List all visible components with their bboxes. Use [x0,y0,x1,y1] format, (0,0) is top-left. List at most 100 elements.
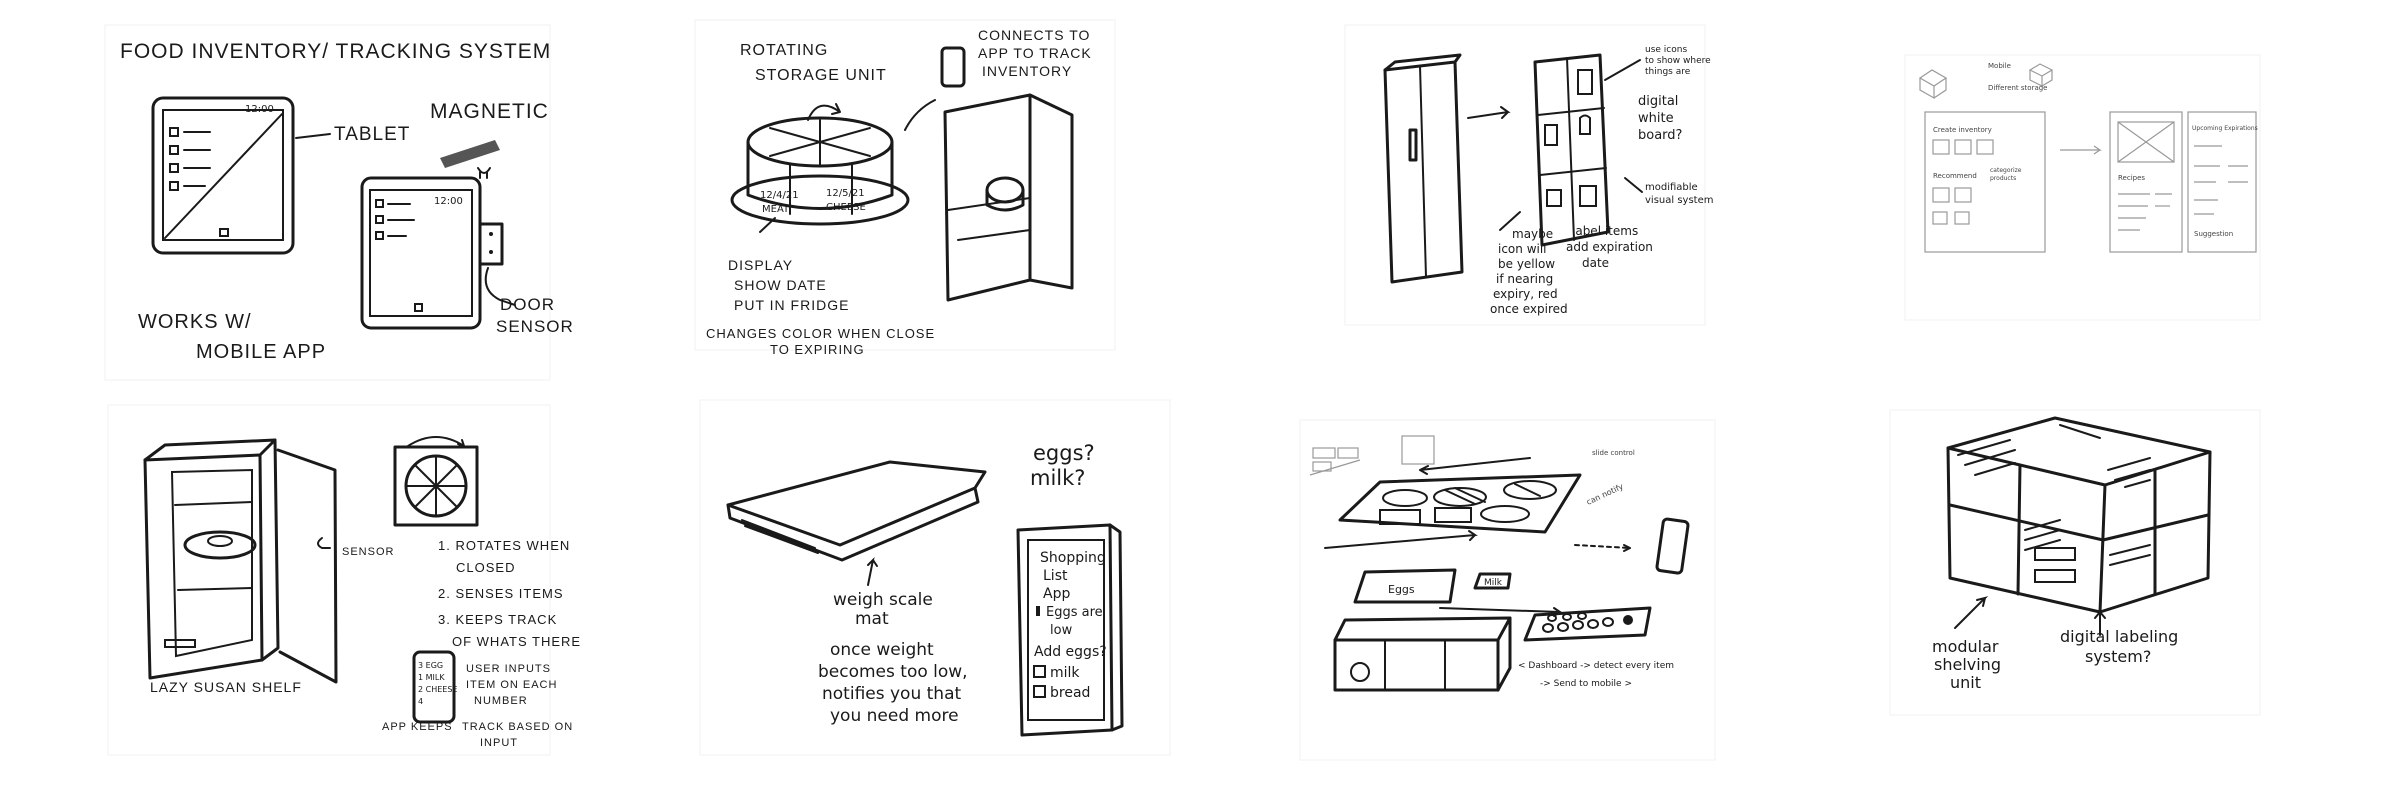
inventory-phone-drawing: 3 EGG 1 MILK 2 CHEESE 4 [412,650,457,724]
step-1-line-2: CLOSED [456,560,515,575]
works-with-line-1: WORKS W/ [138,311,252,333]
maybe-note-1: maybe [1512,227,1553,241]
slide-control-note: slide control [1592,449,1635,457]
bottom-note-1: < Dashboard -> detect every item [1518,661,1674,671]
app-line-3: App [1043,586,1070,602]
wireframe-panel-1-extra-2: products [1990,175,2016,182]
rotating-title-1: ROTATING [740,42,828,59]
tablet-label: TABLET [334,124,410,145]
eggs-question: eggs? [1033,441,1095,465]
wireframe-panel-recipes: Recipes [2109,111,2183,253]
wireframe-panel-inventory: Create inventory Recommend categorize pr… [1924,111,2046,253]
user-input-line-2: ITEM ON EACH [466,679,557,691]
wireframe-panel-1-title: Create inventory [1933,126,1992,134]
closed-fridge-drawing [1383,53,1464,284]
once-line-1: once weight [830,640,934,660]
whiteboard-note-1: digital [1638,94,1678,109]
shopping-list-phone-drawing: Shopping List App Eggs are low Add eggs?… [1016,523,1124,737]
works-with-line-2: MOBILE APP [196,341,326,363]
maybe-note-5: expiry, red [1493,287,1558,301]
door-sensor-label-2: SENSOR [496,317,574,336]
connect-line-1: CONNECTS TO [978,27,1090,43]
phone-line-2: 1 MILK [418,673,445,682]
once-line-2: becomes too low, [818,662,968,682]
tray-phone-icon [1655,517,1690,575]
fridge-with-carousel-drawing [943,93,1074,302]
open-fridge-lazy-susan-drawing [143,438,338,684]
phone-icon [940,46,966,88]
maybe-note-3: be yellow [1498,257,1555,271]
magnetic-label: MAGNETIC [430,100,549,123]
sketch-digital-whiteboard-fridge: use icons to show where things are digit… [1344,24,1713,326]
step-1-line-1: 1. ROTATES WHEN [438,538,570,553]
step-3-line-1: 3. KEEPS TRACK [438,612,557,627]
track-line-1: TRACK BASED ON [462,721,573,733]
icons-note-1: use icons [1645,45,1687,55]
tray-grid-drawing [1338,473,1582,534]
sketch-1-title: FOOD INVENTORY/ TRACKING SYSTEM [120,40,551,63]
phone-line-1: 3 EGG [418,661,443,670]
carousel-date-2: 12/5/21 [826,188,865,199]
app-line-4: Eggs are [1046,605,1103,620]
carousel-item-1: MEAT [762,204,790,215]
label-note-3: date [1582,256,1609,270]
tray-box-drawing [1333,616,1512,692]
icons-note-3: things are [1645,67,1691,77]
door-sensor-label-1: DOOR [500,295,555,314]
wireframe-panel-1-body: Recommend [1933,172,1977,180]
phone-line-4: 4 [418,697,423,706]
track-line-2: INPUT [480,737,518,749]
small-tags-drawing [1309,435,1435,476]
cube-icons [1918,63,2054,100]
app-line-2: List [1043,568,1068,584]
app-line-5: low [1050,623,1073,638]
tablet-drawing: 12:00 [151,96,295,255]
app-keeps-label: APP KEEPS [382,721,453,733]
whiteboard-note-3: board? [1638,128,1682,143]
display-line-1: DISPLAY [728,257,793,273]
sketch-smart-tray-system: slide control can notify Eggs Milk [1299,419,1716,761]
modular-label-3: unit [1950,673,1981,692]
digital-label-2: system? [2085,647,2151,666]
user-input-line-3: NUMBER [474,695,528,707]
digital-label-1: digital labeling [2060,627,2178,646]
modifiable-note-2: visual system [1645,195,1713,206]
door-panel-drawing: 12:00 [360,176,504,330]
modular-label-2: shelving [1934,655,2001,674]
egg-tray-drawing [1523,606,1652,642]
magnet-hatch [440,140,500,168]
step-3-line-2: OF WHATS THERE [452,634,581,649]
changes-line-1: CHANGES COLOR WHEN CLOSE [706,326,935,341]
icons-note-2: to show where [1645,56,1711,66]
modular-label-1: modular [1932,637,1999,656]
step-2: 2. SENSES ITEMS [438,586,564,601]
app-line-7: milk [1050,665,1080,681]
open-fridge-whiteboard-drawing [1533,53,1610,247]
user-input-line-1: USER INPUTS [466,663,551,675]
connect-line-3: INVENTORY [982,63,1072,79]
modular-shelf-drawing [1946,416,2212,614]
whiteboard-note-2: white [1638,111,1674,126]
wireframe-panel-expirations: Upcoming Expirations Suggestion [2187,111,2258,253]
rotating-title-2: STORAGE UNIT [755,67,887,84]
lazy-susan-label: LAZY SUSAN SHELF [150,679,302,695]
wireframe-top-note-1: Mobile [1988,62,2011,70]
sketch-weigh-scale-mat: eggs? milk? weigh scale mat once weight … [699,399,1171,756]
maybe-note-4: if nearing [1496,272,1553,286]
connect-line-2: APP TO TRACK [978,45,1092,61]
milk-question: milk? [1030,466,1085,490]
rotating-carousel-drawing: 12/4/21 MEAT 12/5/21 CHEESE [730,103,910,226]
modifiable-note-1: modifiable [1645,182,1698,193]
wireframe-panel-1-extra: categorize [1990,167,2022,174]
label-note-2: add expiration [1566,240,1653,254]
carousel-date-1: 12/4/21 [760,190,799,201]
phone-line-3: 2 CHEESE [418,685,457,694]
display-line-3: PUT IN FRIDGE [734,297,849,313]
carousel-item-2: CHEESE [826,202,866,213]
wireframe-panel-3-title: Upcoming Expirations [2192,125,2258,132]
sketch-food-inventory-tracking: FOOD INVENTORY/ TRACKING SYSTEM 12:00 TA… [104,24,574,381]
tag-eggs: Eggs [1388,583,1415,596]
scale-label-2: mat [855,609,889,629]
maybe-note-2: icon will [1498,242,1547,256]
